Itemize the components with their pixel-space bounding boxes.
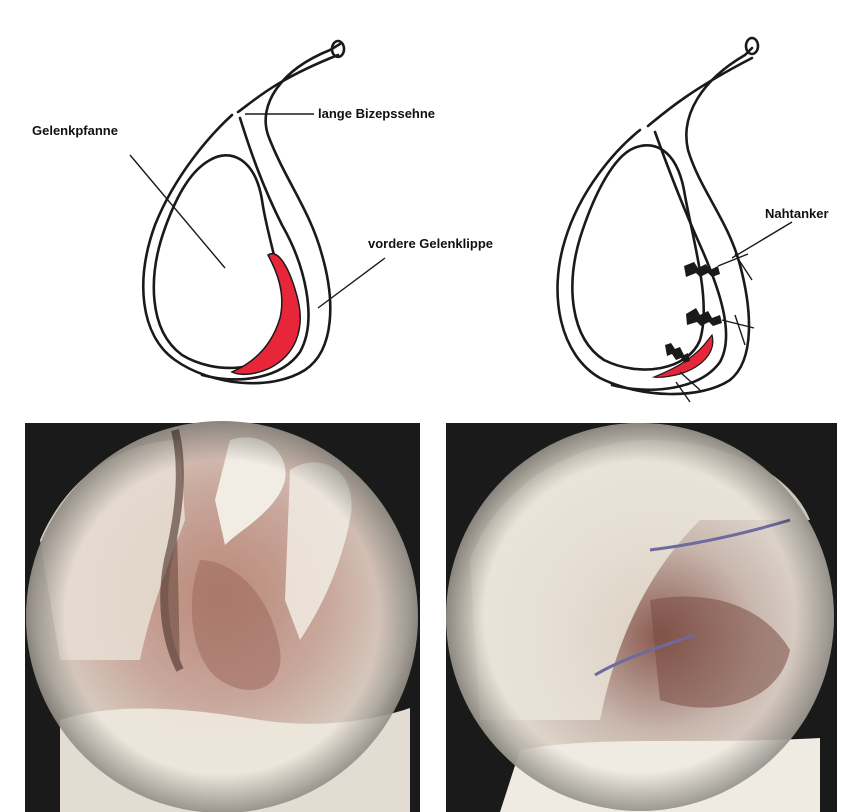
label-biceps: lange Bizepssehne [318, 106, 435, 121]
label-anterior-labrum: vordere Gelenklippe [368, 236, 493, 251]
tendon-inner-edge-right [648, 58, 752, 126]
tendon-end-ring-right [746, 38, 758, 54]
labrum-red [232, 254, 300, 375]
outer-outline [143, 44, 340, 383]
diagram-before: Gelenkpfanne lange Bizepssehne vordere G… [32, 41, 493, 383]
label-glenoid: Gelenkpfanne [32, 123, 118, 138]
glenoid-shape-right [572, 145, 703, 369]
leader-anchor [732, 222, 792, 258]
leader-glenoid [130, 155, 225, 268]
tendon-inner-edge [238, 55, 338, 112]
suture-anchor-2 [686, 308, 754, 345]
arthroscopy-photo-after [446, 423, 837, 812]
arthroscopy-photo-before [25, 421, 420, 812]
label-anchor: Nahtanker [765, 206, 829, 221]
diagram-after: Nahtanker [558, 38, 829, 402]
